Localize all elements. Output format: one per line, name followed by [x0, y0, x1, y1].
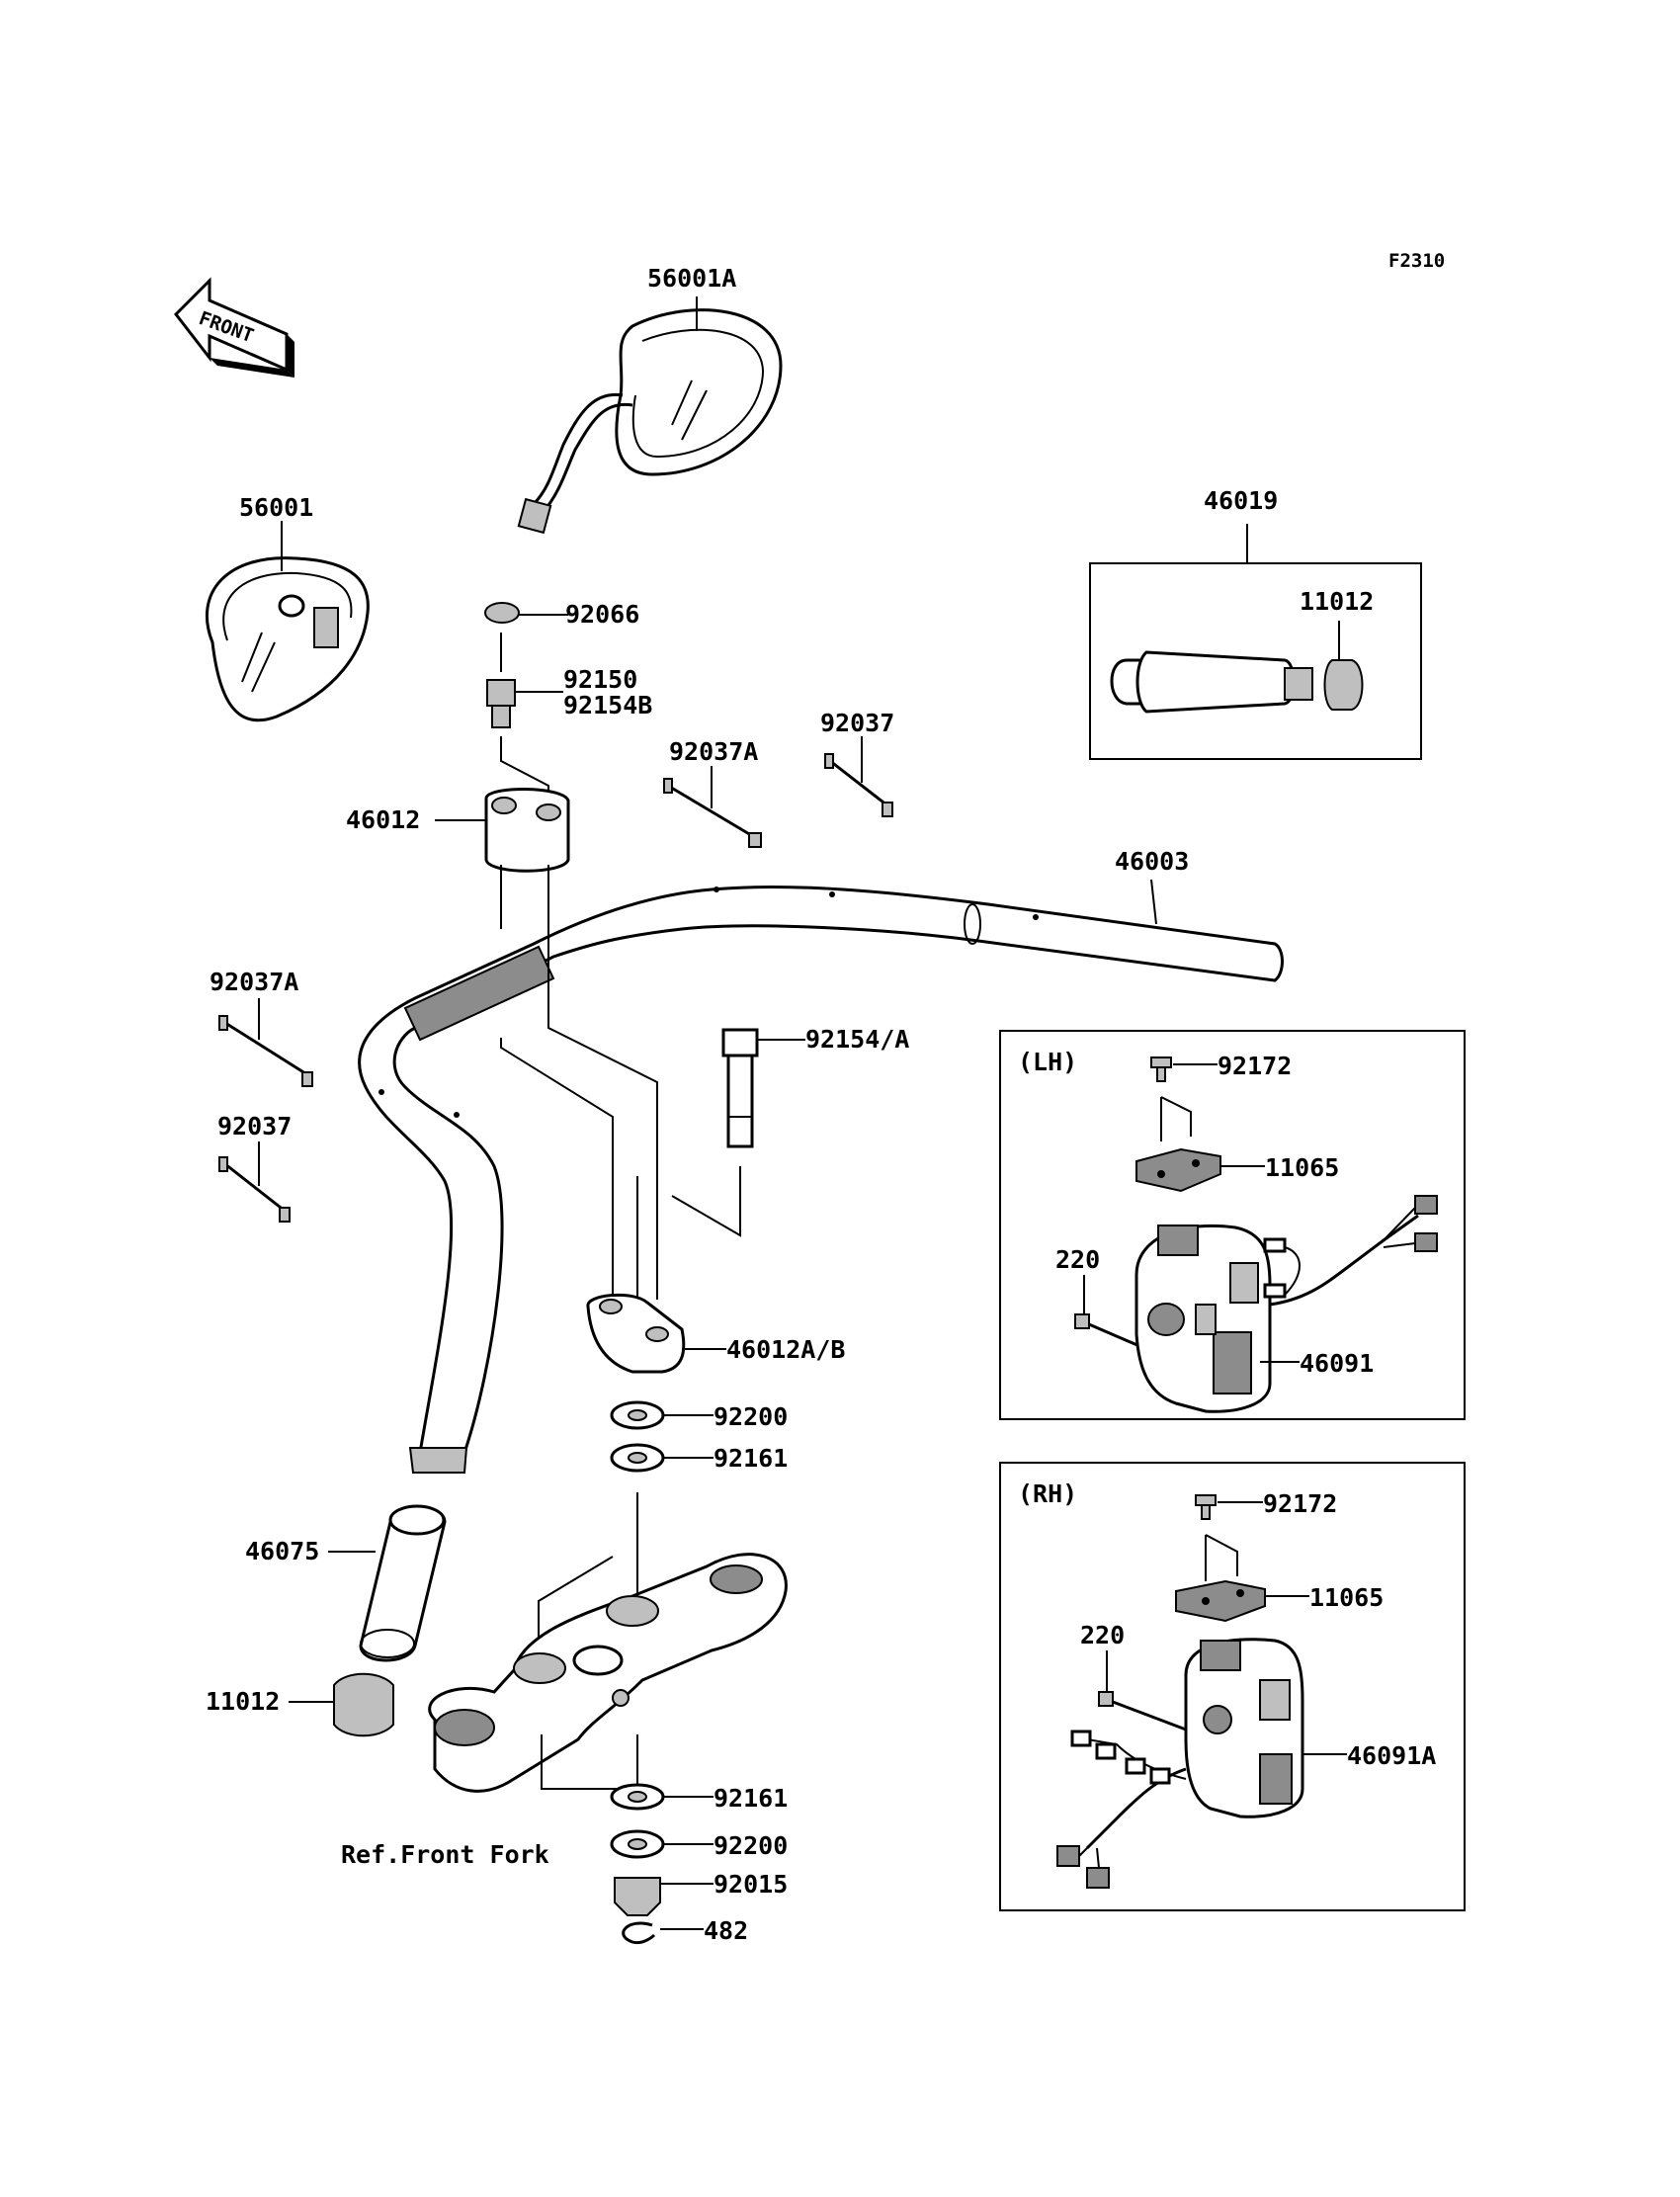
label-482: 482 [704, 1916, 748, 1945]
label-92161-top: 92161 [714, 1444, 788, 1473]
label-46012: 46012 [346, 805, 420, 834]
rod-92037A-top [663, 778, 762, 848]
rh-switch-box [999, 1462, 1466, 1911]
label-92200-top: 92200 [714, 1402, 788, 1431]
label-46003: 46003 [1115, 847, 1189, 876]
grip-assembly-box [1089, 562, 1422, 760]
steering-top-bridge [428, 1553, 788, 1793]
ref-front-fork-note: Ref.Front Fork [341, 1840, 549, 1869]
mirror-left [206, 556, 370, 722]
label-lh-11065: 11065 [1265, 1153, 1339, 1182]
lh-screw-92172 [1150, 1056, 1172, 1082]
lh-switch-box [999, 1030, 1466, 1420]
washer-92161-top [610, 1443, 665, 1473]
washer-92161-bottom [610, 1783, 665, 1811]
clip-482 [622, 1921, 656, 1945]
label-rh-46091A: 46091A [1347, 1741, 1436, 1770]
label-92066: 92066 [565, 600, 639, 629]
label-56001A: 56001A [647, 264, 736, 293]
lh-switch-housing [1134, 1195, 1438, 1413]
label-lh-46091: 46091 [1300, 1349, 1374, 1378]
label-92037-left: 92037 [217, 1112, 292, 1141]
label-56001: 56001 [239, 493, 313, 522]
figure-code: F2310 [1388, 250, 1445, 272]
rh-screw-220 [1098, 1691, 1187, 1732]
lh-box-title: (LH) [1018, 1048, 1077, 1076]
label-92150: 92150 [563, 665, 637, 694]
label-lh-220: 220 [1055, 1245, 1100, 1274]
grip-left [359, 1504, 447, 1662]
rod-92037-left [218, 1156, 291, 1223]
cap-92066 [484, 602, 520, 624]
label-92200-bottom: 92200 [714, 1831, 788, 1860]
label-11012-left: 11012 [206, 1687, 280, 1716]
rh-screw-92172 [1195, 1494, 1217, 1520]
label-92161-bottom: 92161 [714, 1784, 788, 1813]
label-92154A: 92154/A [805, 1025, 909, 1054]
grip-cap-left [333, 1672, 394, 1737]
label-rh-92172: 92172 [1263, 1489, 1337, 1518]
rod-92037A-left [218, 1015, 313, 1087]
mirror-right [517, 308, 783, 535]
lh-cover-11065 [1135, 1147, 1221, 1193]
label-92037-top: 92037 [820, 709, 894, 737]
bolt-92150 [486, 679, 516, 728]
nut-92015 [614, 1877, 661, 1916]
grip-with-throttle [1110, 650, 1364, 714]
label-92037A-left: 92037A [210, 968, 298, 996]
label-11012-box: 11012 [1300, 587, 1374, 616]
bolt-lower [721, 1028, 759, 1148]
upper-clamp [484, 788, 570, 873]
rh-cover-11065 [1175, 1579, 1266, 1623]
front-arrow: FRONT [174, 277, 294, 378]
label-46019: 46019 [1204, 486, 1278, 515]
label-rh-220: 220 [1080, 1621, 1125, 1649]
washer-92200-top [610, 1400, 665, 1430]
label-92037A-top: 92037A [669, 737, 758, 766]
rod-92037-top [824, 753, 893, 817]
label-46012AB: 46012A/B [726, 1335, 845, 1364]
label-92154B: 92154B [563, 691, 652, 719]
label-rh-11065: 11065 [1309, 1583, 1384, 1612]
handlebar [358, 886, 1284, 1474]
rh-switch-housing [1056, 1638, 1304, 1889]
label-lh-92172: 92172 [1218, 1052, 1292, 1080]
washer-92200-bottom [610, 1829, 665, 1859]
label-46075: 46075 [245, 1537, 319, 1565]
label-92015: 92015 [714, 1870, 788, 1899]
rh-box-title: (RH) [1018, 1479, 1077, 1508]
lower-clamp [586, 1293, 686, 1374]
